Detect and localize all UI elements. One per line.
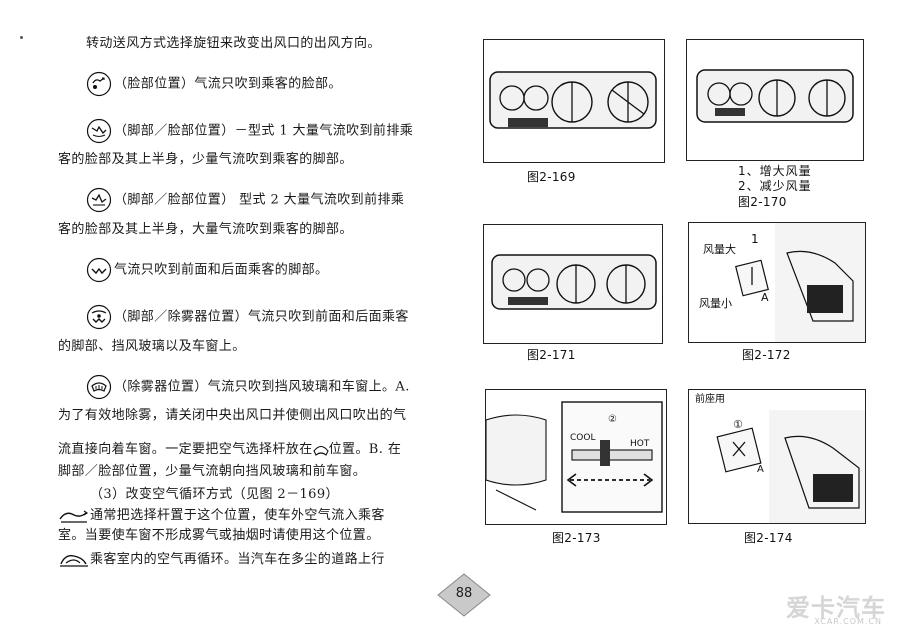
bilevel-type2-icon — [86, 187, 112, 213]
figure-2-169 — [483, 39, 665, 163]
cool-label: COOL — [570, 433, 595, 443]
figure-2-174: 前座用 ① A — [688, 389, 866, 524]
face-mode-text: （脸部位置）气流只吹到乘客的脸部。 — [114, 76, 342, 92]
hot-label: HOT — [630, 439, 650, 449]
text-segment: 流直接向着车窗。一定要把空气选择杆放在 — [58, 442, 313, 457]
figure-caption: 图2-172 — [742, 348, 791, 362]
foot-mode-icon — [86, 257, 112, 283]
foot-defrost-text: （脚部／除雾器位置）气流只吹到前面和后面乘客 — [114, 309, 409, 325]
recirculation-text: 乘客室内的空气再循环。当汽车在多尘的道路上行 — [90, 552, 385, 567]
page-number: 88 — [455, 586, 473, 601]
text-line: 通常把选择杆置于这个位置，使车外空气流入乘客 — [58, 507, 385, 524]
face-mode-icon — [86, 71, 112, 97]
margin-dot — [20, 36, 23, 39]
foot-defrost-icon — [86, 304, 112, 330]
fresh-air-icon — [58, 508, 90, 524]
text-line: 气流只吹到前面和后面乘客的脚部。 — [86, 257, 328, 283]
recirculation-icon — [58, 552, 90, 568]
defroster-text: （除雾器位置）气流只吹到挡风玻璃和车窗上。A. — [114, 379, 410, 395]
text-line: 客的脸部及其上半身，大量气流吹到乘客的脚部。 — [58, 222, 353, 237]
text-line: （脸部位置）气流只吹到乘客的脸部。 — [86, 71, 342, 97]
fresh-air-text: 通常把选择杆置于这个位置，使车外空气流入乘客 — [90, 508, 385, 523]
figure-legend-item: 1、增大风量 — [738, 164, 812, 178]
text-line: 转动送风方式选择旋钮来改变出风口的出风方向。 — [86, 36, 381, 51]
figure-legend-item: 2、减少风量 — [738, 179, 812, 193]
decrease-label: 风量小 — [699, 297, 732, 310]
defroster-icon — [86, 374, 112, 400]
watermark-logo: 爱卡汽车 — [786, 594, 886, 622]
text-line: 室。当要使车窗不形成雾气或抽烟时请使用这个位置。 — [58, 528, 380, 543]
defroster-inline-icon — [312, 443, 329, 457]
marker-1: ① — [733, 418, 743, 431]
text-line: 流直接向着车窗。一定要把空气选择杆放在位置。B. 在 — [58, 441, 401, 458]
figure-2-172: 风量大 风量小 1 A — [688, 222, 866, 343]
marker-a: A — [757, 464, 764, 475]
text-line: 乘客室内的空气再循环。当汽车在多尘的道路上行 — [58, 551, 385, 568]
text-line: 为了有效地除雾，请关闭中央出风口并使侧出风口吹出的气 — [58, 408, 407, 423]
text-line: （除雾器位置）气流只吹到挡风玻璃和车窗上。A. — [86, 374, 410, 400]
figure-caption: 图2-170 — [738, 195, 787, 209]
page-number-badge: 88 — [436, 572, 492, 618]
text-segment: 位置。B. 在 — [328, 442, 402, 457]
marker-1: 1 — [751, 232, 759, 246]
figure-2-173: COOL HOT ② — [485, 389, 667, 525]
foot-mode-text: 气流只吹到前面和后面乘客的脚部。 — [114, 262, 329, 278]
figure-caption: 图2-174 — [744, 531, 793, 545]
figure-caption: 图2-173 — [552, 531, 601, 545]
figure-2-170 — [686, 39, 864, 161]
bilevel-type2-text: （脚部／脸部位置） 型式 2 大量气流吹到前排乘 — [114, 192, 405, 208]
increase-label: 风量大 — [703, 242, 736, 256]
text-line: 的脚部、挡风玻璃以及车窗上。 — [58, 339, 246, 354]
text-line: 客的脸部及其上半身，少量气流吹到乘客的脚部。 — [58, 152, 353, 167]
section-heading: （3）改变空气循环方式（见图 2－169） — [90, 487, 339, 502]
marker-2: ② — [608, 414, 617, 425]
figure-caption: 图2-169 — [527, 170, 576, 184]
front-seat-label: 前座用 — [695, 392, 725, 405]
bilevel-type1-icon — [86, 118, 112, 144]
text-line: （脚部／除雾器位置）气流只吹到前面和后面乘客 — [86, 304, 409, 330]
watermark-url: XCAR.COM.CN — [814, 617, 882, 626]
figure-caption: 图2-171 — [527, 348, 576, 362]
figure-2-171 — [483, 224, 663, 344]
text-line: 脚部／脸部位置，少量气流朝向挡风玻璃和前车窗。 — [58, 464, 367, 479]
bilevel-type1-text: （脚部／脸部位置）－型式 1 大量气流吹到前排乘 — [114, 123, 414, 139]
marker-a: A — [761, 291, 769, 304]
text-line: （脚部／脸部位置）－型式 1 大量气流吹到前排乘 — [86, 118, 413, 144]
text-line: （脚部／脸部位置） 型式 2 大量气流吹到前排乘 — [86, 187, 404, 213]
